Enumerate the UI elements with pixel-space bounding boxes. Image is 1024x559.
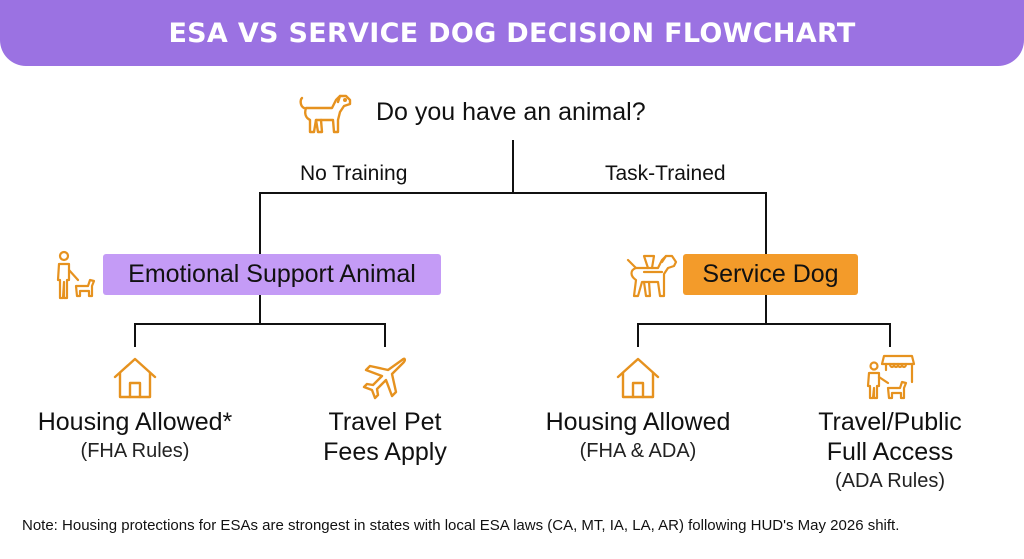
sd-stem [765, 295, 767, 325]
person-with-dog-icon [56, 250, 96, 300]
title-banner: ESA VS SERVICE DOG DECISION FLOWCHART [0, 0, 1024, 66]
leaf-title-line1: Travel Pet [328, 408, 442, 436]
leaf-subtitle: (FHA Rules) [80, 440, 190, 462]
leaf-title: Housing Allowed* [37, 408, 233, 436]
esa-node: Emotional Support Animal [103, 254, 441, 295]
sd-right-drop [889, 323, 891, 347]
leaf-esa-housing: Housing Allowed* (FHA Rules) [20, 407, 250, 465]
footnote: Note: Housing protections for ESAs are s… [22, 517, 900, 534]
page-title: ESA VS SERVICE DOG DECISION FLOWCHART [168, 17, 856, 49]
esa-left-drop [134, 323, 136, 347]
dog-icon [299, 94, 352, 134]
house-icon [113, 357, 157, 399]
sd-branch-line [637, 323, 891, 325]
store-person-dog-icon [866, 354, 916, 400]
leaf-sd-travel: Travel/Public Full Access (ADA Rules) [775, 407, 1005, 495]
top-branch-line [259, 192, 767, 194]
service-dog-harness-icon [626, 254, 678, 298]
leaf-subtitle: (ADA Rules) [834, 470, 946, 492]
leaf-title: Housing Allowed [545, 408, 731, 436]
root-question: Do you have an animal? [376, 98, 646, 126]
root-stem [512, 140, 514, 194]
house-icon [616, 357, 660, 399]
branch-label-task-trained: Task-Trained [605, 162, 726, 185]
left-branch-drop [259, 192, 261, 254]
leaf-title-line2: Fees Apply [323, 438, 447, 466]
leaf-esa-travel: Travel Pet Fees Apply [270, 407, 500, 467]
leaf-title-line2: Full Access [826, 438, 954, 466]
esa-branch-line [134, 323, 386, 325]
right-branch-drop [765, 192, 767, 254]
esa-stem [259, 295, 261, 325]
leaf-sd-housing: Housing Allowed (FHA & ADA) [523, 407, 753, 465]
esa-right-drop [384, 323, 386, 347]
airplane-icon [362, 357, 406, 400]
service-dog-node: Service Dog [683, 254, 858, 295]
leaf-subtitle: (FHA & ADA) [579, 440, 697, 462]
sd-left-drop [637, 323, 639, 347]
branch-label-no-training: No Training [300, 162, 408, 185]
leaf-title-line1: Travel/Public [818, 408, 962, 436]
